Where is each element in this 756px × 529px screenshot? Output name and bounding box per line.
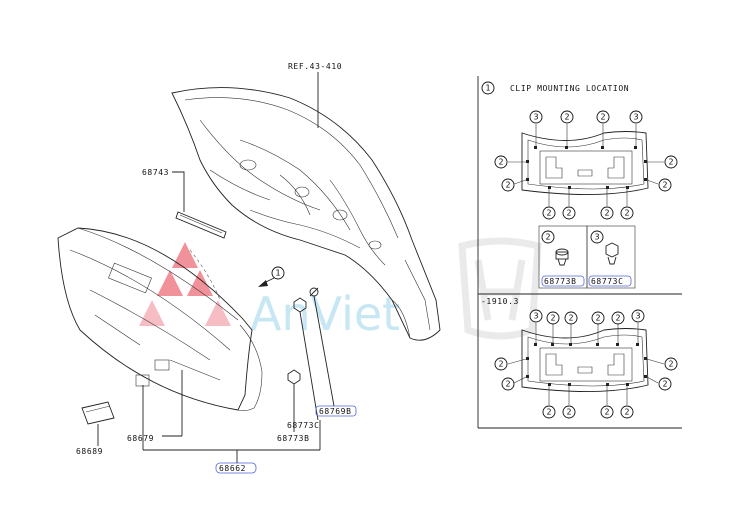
detail-callout-1[interactable]: 1 <box>481 81 495 95</box>
svg-text:2: 2 <box>668 158 673 167</box>
leader-68773c <box>299 311 319 421</box>
part-box-68662 <box>215 462 257 474</box>
svg-text:2: 2 <box>595 314 600 323</box>
part-label-68769b[interactable]: 68769B <box>319 407 352 416</box>
upper-leaders <box>508 124 664 206</box>
clip-b-box: 2 68773B <box>538 225 588 289</box>
part-box-68769b <box>315 405 357 417</box>
svg-text:2: 2 <box>604 209 609 218</box>
upper-lining-outline <box>521 131 649 195</box>
ref-label: REF.43-410 <box>288 62 342 71</box>
clip-c-icon <box>605 242 619 265</box>
handle-opening <box>135 374 150 387</box>
svg-text:2: 2 <box>545 233 550 242</box>
leader-68743 <box>172 171 185 212</box>
svg-text:3: 3 <box>533 113 538 122</box>
lower-lining-outline <box>521 328 649 392</box>
svg-text:2: 2 <box>498 360 503 369</box>
svg-text:2: 2 <box>624 209 629 218</box>
svg-text:2: 2 <box>546 408 551 417</box>
svg-text:1: 1 <box>275 269 280 278</box>
svg-text:1: 1 <box>485 84 490 93</box>
upper-callouts: 3 2 2 3 2 2 2 2 2 2 2 2 <box>494 110 678 220</box>
part-label-68689[interactable]: 68689 <box>76 447 103 456</box>
detail-title: CLIP MOUNTING LOCATION <box>510 84 629 93</box>
svg-text:2: 2 <box>498 158 503 167</box>
clip-b-icon <box>555 248 569 266</box>
clip-b-part[interactable]: 68773B <box>544 277 577 286</box>
detail-panel: 1 CLIP MOUNTING LOCATION <box>477 76 682 429</box>
part-label-68679[interactable]: 68679 <box>127 434 154 443</box>
part-label-68773c[interactable]: 68773C <box>287 421 320 430</box>
arrow-icon <box>258 277 275 287</box>
handle-cover-68689 <box>81 401 115 425</box>
clip-68773c <box>293 297 307 313</box>
watermark: AnViet <box>139 237 542 341</box>
svg-text:2: 2 <box>615 314 620 323</box>
lower-leaders <box>507 323 665 405</box>
svg-text:3: 3 <box>633 113 638 122</box>
clip-68773b <box>287 369 301 385</box>
part-label-68743[interactable]: 68743 <box>142 168 169 177</box>
svg-text:3: 3 <box>594 233 599 242</box>
watermark-emblem <box>458 237 542 340</box>
svg-text:2: 2 <box>662 380 667 389</box>
svg-text:2: 2 <box>668 360 673 369</box>
lower-callouts: 3 2 2 2 2 3 2 2 2 2 2 2 2 2 <box>494 309 678 419</box>
svg-text:2: 2 <box>662 181 667 190</box>
watermark-text: AnViet <box>250 287 400 341</box>
svg-text:3: 3 <box>533 312 538 321</box>
part-label-68773b[interactable]: 68773B <box>277 434 310 443</box>
svg-text:2: 2 <box>568 314 573 323</box>
svg-text:2: 2 <box>546 209 551 218</box>
upper-clip-markers <box>526 146 647 189</box>
clip-c-box: 3 68773C <box>586 225 636 289</box>
watermark-logo <box>139 242 231 326</box>
part-label-68662[interactable]: 68662 <box>219 464 246 473</box>
svg-text:2: 2 <box>505 181 510 190</box>
leader-68769b <box>313 295 335 407</box>
clip-c-part[interactable]: 68773C <box>591 277 624 286</box>
svg-text:2: 2 <box>564 113 569 122</box>
svg-text:2: 2 <box>566 209 571 218</box>
svg-text:2: 2 <box>550 314 555 323</box>
svg-text:2: 2 <box>600 113 605 122</box>
trunk-lid-lining-drawing <box>57 227 263 411</box>
body-shell-drawing <box>171 87 441 341</box>
svg-text:3: 3 <box>635 312 640 321</box>
latch-opening <box>154 359 170 371</box>
date-label: -1910.3 <box>481 297 519 306</box>
callout-1-main[interactable]: 1 <box>271 266 285 280</box>
trim-piece-68743 <box>175 211 227 239</box>
svg-text:2: 2 <box>604 408 609 417</box>
lower-clip-markers <box>526 343 647 386</box>
svg-text:2: 2 <box>566 408 571 417</box>
svg-text:2: 2 <box>505 380 510 389</box>
svg-text:2: 2 <box>624 408 629 417</box>
